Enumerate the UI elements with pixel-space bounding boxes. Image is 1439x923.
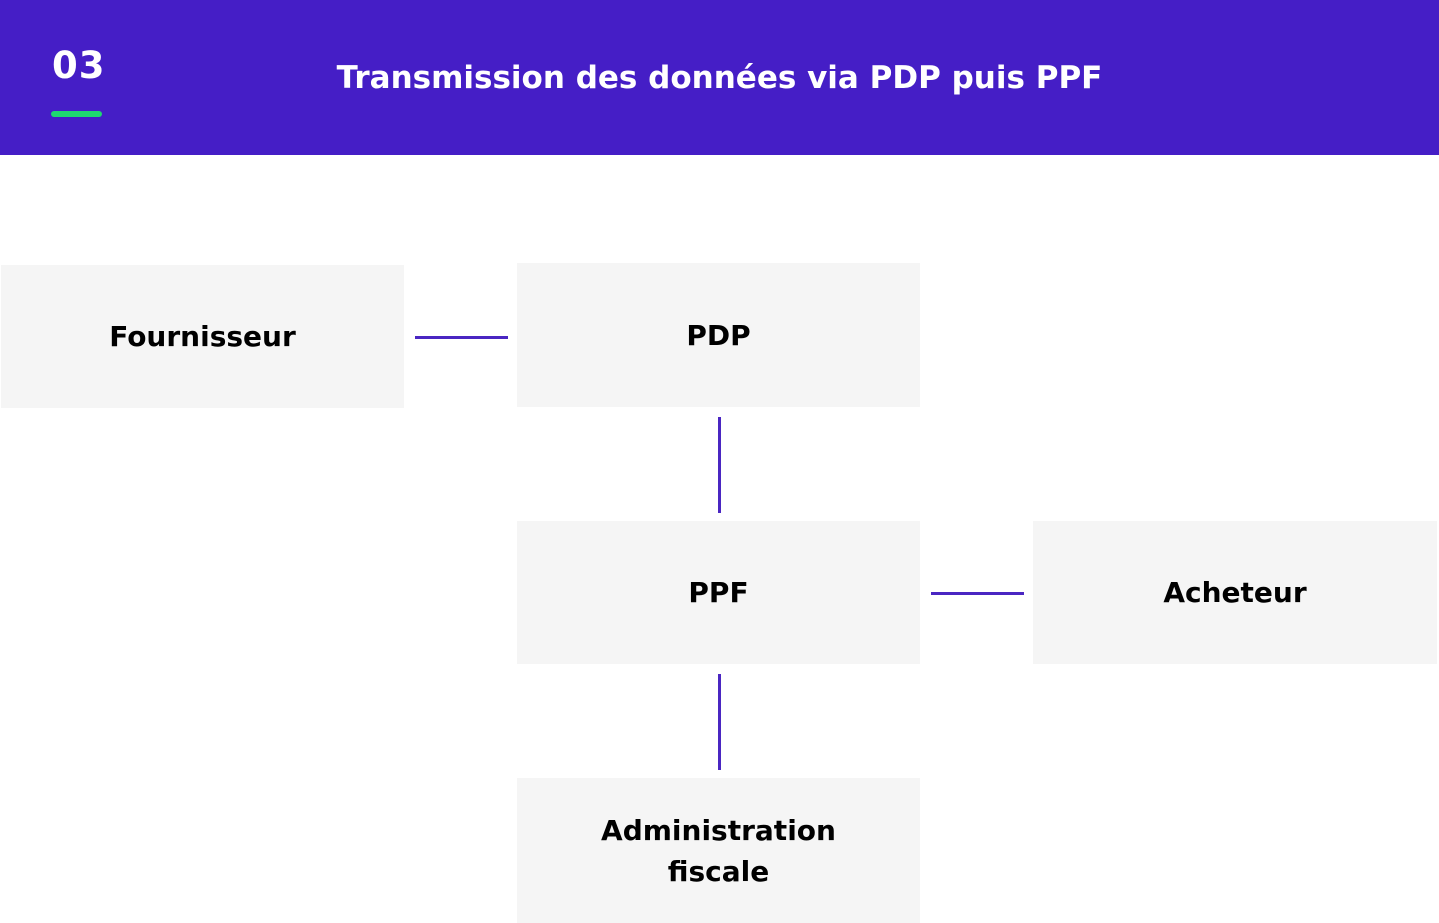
node-administration-fiscale: Administration fiscale [517,778,920,923]
node-ppf-label: PPF [688,576,749,609]
connector-ppf-acheteur [931,592,1024,595]
node-pdp-label: PDP [686,318,751,352]
header-banner: 03 Transmission des données via PDP puis… [0,0,1439,155]
page-title: Transmission des données via PDP puis PP… [336,60,1103,96]
connector-ppf-administration [718,674,721,770]
connector-fournisseur-pdp [415,336,508,339]
node-fournisseur: Fournisseur [1,265,404,408]
connector-pdp-ppf [718,417,721,513]
node-ppf: PPF [517,521,920,664]
node-acheteur-label: Acheteur [1163,576,1307,609]
step-number: 03 [52,44,106,87]
node-administration-fiscale-label: Administration fiscale [601,813,836,888]
node-pdp: PDP [517,263,920,407]
node-fournisseur-label: Fournisseur [109,320,296,353]
step-underline [51,111,102,117]
node-acheteur: Acheteur [1033,521,1437,664]
